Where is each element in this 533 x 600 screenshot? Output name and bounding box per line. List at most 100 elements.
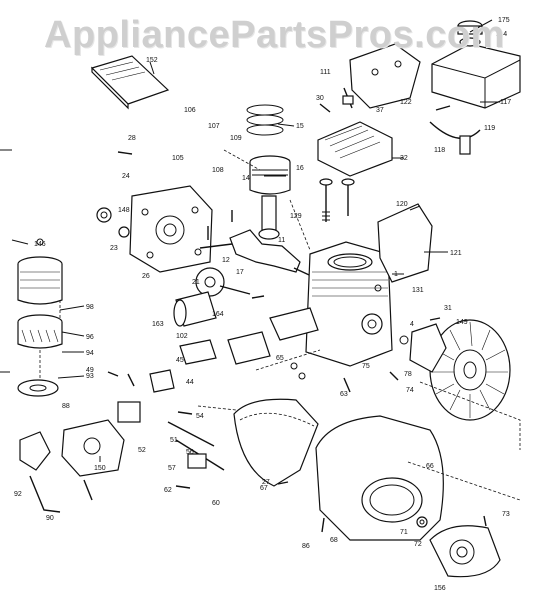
part-number-86[interactable]: 86	[302, 543, 310, 550]
part-number-119[interactable]: 119	[484, 125, 495, 132]
hardware-bolts	[36, 103, 451, 533]
part-number-28[interactable]: 28	[128, 135, 136, 142]
part-number-65[interactable]: 65	[276, 355, 284, 362]
part-number-93[interactable]: 93	[86, 373, 94, 380]
part-number-118[interactable]: 118	[434, 147, 445, 154]
part-number-23[interactable]: 23	[110, 245, 118, 252]
part-number-68[interactable]: 68	[330, 537, 338, 544]
connecting-rod-part	[261, 195, 277, 231]
part-number-31[interactable]: 31	[444, 305, 452, 312]
part-number-56[interactable]: 56	[186, 449, 194, 456]
air-cleaner-filter-part	[17, 256, 63, 305]
carburetor-part	[61, 401, 141, 477]
part-number-16[interactable]: 16	[296, 165, 304, 172]
part-number-149[interactable]: 149	[456, 319, 468, 326]
part-number-78[interactable]: 78	[404, 371, 412, 378]
part-number-121[interactable]: 121	[450, 250, 462, 257]
part-number-66[interactable]: 66	[426, 463, 434, 470]
part-number-15[interactable]: 15	[296, 123, 304, 130]
part-number-51[interactable]: 51	[170, 437, 178, 444]
tank-bracket-part	[349, 43, 421, 109]
part-number-108[interactable]: 108	[212, 167, 224, 174]
air-cleaner-element-part	[17, 314, 63, 349]
ignition-module-part	[409, 323, 447, 373]
piston-part	[249, 155, 291, 195]
part-number-122[interactable]: 122	[400, 99, 412, 106]
part-number-11[interactable]: 11	[278, 237, 285, 244]
watermark: AppliancePartsPros.com	[44, 14, 505, 56]
part-number-73[interactable]: 73	[502, 511, 510, 518]
part-number-148[interactable]: 148	[118, 207, 130, 214]
part-number-71[interactable]: 71	[400, 529, 408, 536]
part-number-4[interactable]: 4	[410, 321, 414, 328]
fuel-line-part	[429, 121, 481, 139]
part-number-26[interactable]: 26	[142, 273, 150, 280]
part-number-146[interactable]: 146	[34, 241, 46, 248]
part-number-111[interactable]: 111	[320, 69, 331, 76]
part-number-62[interactable]: 62	[164, 487, 172, 494]
part-number-67[interactable]: 67	[260, 485, 268, 492]
part-number-30[interactable]: 30	[316, 95, 324, 102]
part-number-94[interactable]: 94	[86, 350, 94, 357]
rewind-starter-part	[429, 525, 501, 578]
part-number-54[interactable]: 54	[196, 413, 204, 420]
choke-link-part	[29, 475, 61, 513]
part-number-106[interactable]: 106	[184, 107, 196, 114]
part-number-72[interactable]: 72	[414, 541, 422, 548]
air-cleaner-base-part	[17, 379, 59, 397]
oil-seal-part	[96, 207, 112, 223]
camshaft-gear-part	[195, 267, 251, 297]
part-number-117[interactable]: 117	[500, 99, 511, 106]
fuel-tank-part	[431, 20, 521, 109]
part-number-49[interactable]: 49	[86, 367, 94, 374]
part-number-44[interactable]: 44	[186, 379, 194, 386]
part-number-156[interactable]: 156	[434, 585, 446, 592]
part-number-12[interactable]: 12	[222, 257, 230, 264]
cylinder-shroud-part	[233, 398, 319, 487]
part-number-45[interactable]: 45	[176, 357, 184, 364]
part-number-129[interactable]: 129	[290, 213, 302, 220]
part-number-114[interactable]: 114	[496, 31, 507, 38]
piston-rings-part	[246, 104, 284, 136]
cylinder-block-part	[305, 241, 393, 367]
part-number-14[interactable]: 14	[242, 175, 250, 182]
part-number-102[interactable]: 102	[176, 333, 188, 340]
part-number-109[interactable]: 109	[230, 135, 242, 142]
cylinder-baffle-part	[377, 203, 433, 283]
cylinder-head-part	[317, 121, 393, 177]
part-number-92[interactable]: 92	[14, 491, 22, 498]
part-number-88[interactable]: 88	[62, 403, 70, 410]
part-number-21[interactable]: 21	[192, 279, 200, 286]
part-number-150[interactable]: 150	[94, 465, 106, 472]
part-number-labels: 175 114 152 111 122 117 119 118 106 107 …	[14, 17, 511, 592]
part-number-52[interactable]: 52	[138, 447, 146, 454]
part-number-24[interactable]: 24	[122, 173, 130, 180]
part-number-32[interactable]: 32	[400, 155, 408, 162]
part-number-17[interactable]: 17	[236, 269, 244, 276]
part-number-57[interactable]: 57	[168, 465, 176, 472]
part-number-105[interactable]: 105	[172, 155, 184, 162]
part-number-120[interactable]: 120	[396, 201, 408, 208]
part-number-98[interactable]: 98	[86, 304, 94, 311]
flywheel-part	[429, 319, 511, 421]
part-number-164[interactable]: 164	[212, 311, 224, 318]
part-number-96[interactable]: 96	[86, 334, 94, 341]
part-number-60[interactable]: 60	[212, 500, 220, 507]
part-number-27[interactable]: 27	[262, 479, 270, 486]
governor-link-part	[167, 421, 215, 447]
part-number-90[interactable]: 90	[46, 515, 54, 522]
part-number-131[interactable]: 131	[412, 287, 424, 294]
intake-gasket-part	[179, 339, 217, 365]
part-number-37[interactable]: 37	[376, 107, 384, 114]
part-number-152[interactable]: 152	[146, 57, 158, 64]
part-number-1[interactable]: 1	[394, 271, 398, 278]
part-number-75[interactable]: 75	[362, 363, 370, 370]
part-number-163[interactable]: 163	[152, 321, 164, 328]
part-number-175[interactable]: 175	[498, 17, 510, 24]
blower-housing-part	[315, 415, 444, 541]
leader-lines	[57, 19, 500, 462]
part-number-74[interactable]: 74	[406, 387, 414, 394]
part-number-107[interactable]: 107	[208, 123, 220, 130]
part-number-63[interactable]: 63	[340, 391, 348, 398]
